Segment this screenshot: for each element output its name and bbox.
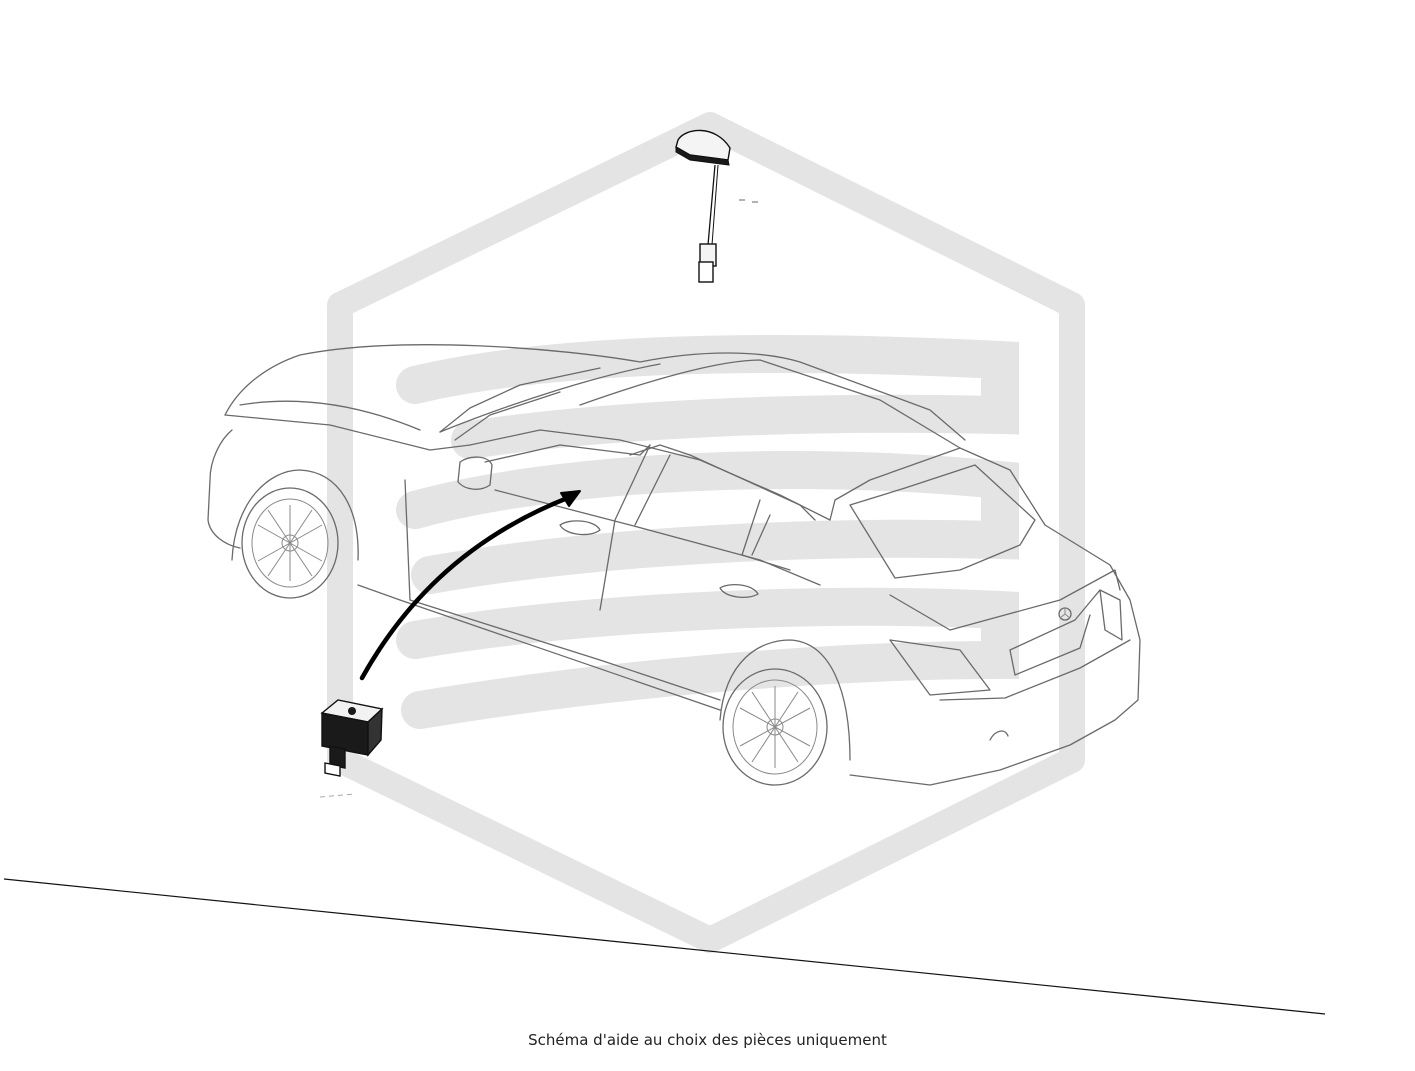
diagram-caption: Schéma d'aide au choix des pièces unique… [528,1031,887,1049]
ground-line [3,878,1326,1015]
hexagon-logo-watermark [327,112,1085,953]
curved-arrow-to-interior [359,490,581,681]
three-pointed-star-emblem [1058,607,1072,621]
sedan-car-line-drawing [207,344,1141,786]
roof-antenna-module-with-cable-connector [675,129,758,283]
dashboard-switch-module [319,699,384,798]
